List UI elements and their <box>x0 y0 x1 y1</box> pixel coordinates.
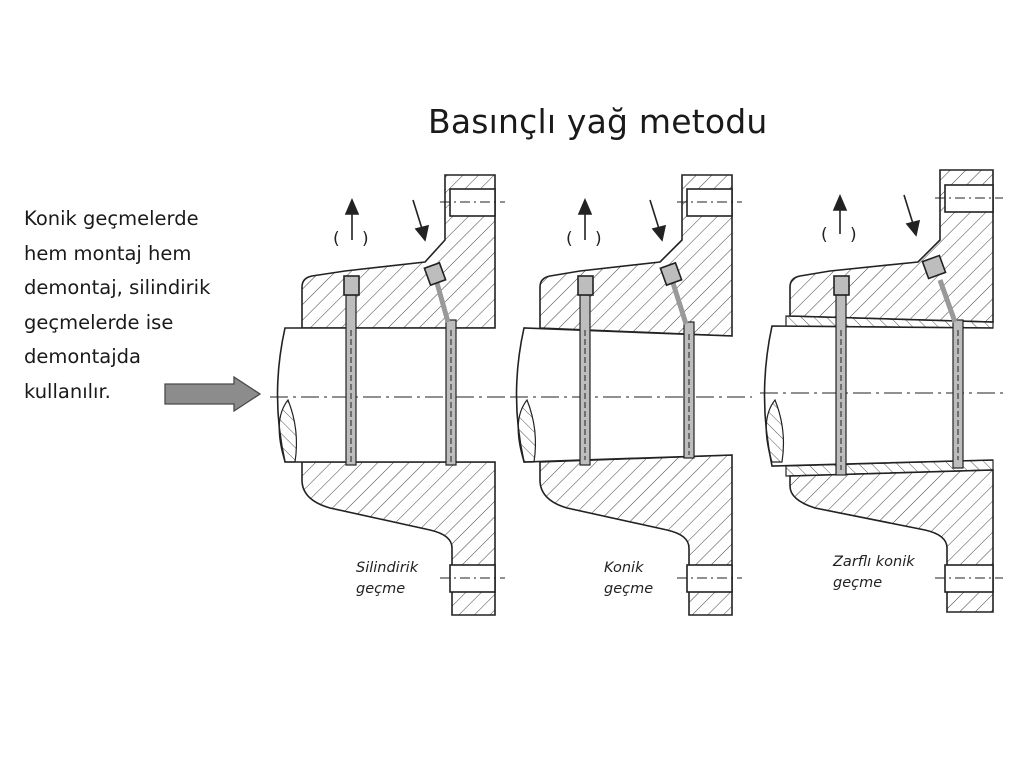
svg-text:): ) <box>595 229 602 249</box>
figure-conical: ( ) <box>510 174 752 616</box>
svg-text:(: ( <box>333 229 340 249</box>
caption-line: geçme <box>356 581 406 597</box>
caption-conical: Konik geçme <box>604 558 653 600</box>
caption-line: Konik <box>604 560 644 576</box>
side-note-line: hem montaj hem <box>24 241 192 265</box>
side-note-line: demontajda <box>24 345 141 368</box>
figure-cylindrical: ( ) <box>270 174 515 616</box>
svg-text:): ) <box>850 225 857 245</box>
caption-line: geçme <box>604 581 654 597</box>
side-note-line: kullanılır. <box>24 379 111 403</box>
side-note-line: geçmelerde ise <box>24 310 174 334</box>
caption-line: Silindirik <box>356 560 419 576</box>
svg-text:): ) <box>362 229 369 249</box>
slide-title: Basınçlı yağ metodu <box>428 102 768 141</box>
figure-sleeve-conical: ( ) <box>760 169 1008 613</box>
svg-text:(: ( <box>821 225 828 245</box>
side-note-line: demontaj, silindirik <box>24 276 211 299</box>
side-note-line: Konik geçmelerde <box>24 207 199 230</box>
caption-cylindrical: Silindirik geçme <box>356 558 418 600</box>
caption-line: geçme <box>833 575 883 591</box>
caption-sleeve-conical: Zarflı konik geçme <box>833 552 915 594</box>
pointer-arrow-icon <box>164 376 262 412</box>
svg-text:(: ( <box>566 229 573 249</box>
caption-line: Zarflı konik <box>833 554 915 570</box>
side-note: Konik geçmelerde hem montaj hem demontaj… <box>24 202 264 409</box>
